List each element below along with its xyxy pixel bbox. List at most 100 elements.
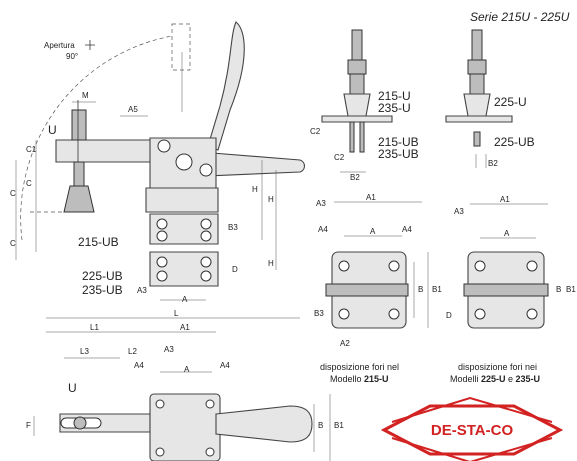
mount-hole	[526, 308, 538, 320]
dim-h-3: H	[268, 259, 274, 268]
dim-b2-ext	[475, 154, 487, 168]
dim-c2-b: C2	[334, 153, 345, 162]
dim-b: B	[318, 421, 323, 430]
handle-closed	[199, 151, 306, 177]
apertura-angle: 90°	[66, 52, 78, 61]
handle-pin	[199, 163, 213, 177]
model-235ub-label: 235-UB	[378, 147, 419, 161]
spindle-rod	[73, 161, 85, 187]
base-hole	[156, 270, 168, 282]
dim-b2: B2	[488, 159, 498, 168]
dim-h-2: H	[268, 195, 274, 204]
hole-layout-225-235: A3 A1 A B B1 disposizione fori nei Model…	[450, 195, 576, 384]
mount-hole	[388, 308, 400, 320]
spindle-nut	[347, 59, 367, 75]
linkage-pin	[175, 153, 193, 171]
model-225ub-label: 225-UB	[494, 135, 535, 149]
dim-f: F	[26, 421, 31, 430]
mount-hole	[388, 260, 400, 272]
destaco-logo: DE-STA-CO	[380, 396, 564, 461]
series-title: Serie 215U - 225U	[470, 10, 570, 24]
spindle-nut	[467, 59, 487, 75]
spindle-bracket	[343, 93, 371, 117]
spindle-body	[349, 73, 365, 95]
caption-215u-line2: Modello 215-U	[330, 374, 389, 384]
dim-d: D	[232, 265, 238, 274]
base-rail	[473, 131, 481, 147]
dim-a3: A3	[137, 286, 147, 295]
open-position-outline	[171, 23, 191, 71]
base-hole	[200, 218, 212, 230]
dim-b1: B1	[566, 285, 576, 294]
handle-grip	[215, 405, 313, 443]
dim-a4-right: A4	[220, 361, 230, 370]
dim-a3: A3	[454, 207, 464, 216]
dim-l3: L3	[80, 347, 89, 356]
dim-b-lines	[313, 394, 331, 461]
base-hole	[156, 230, 168, 242]
dim-m: M	[82, 91, 89, 100]
logo-text: DE-STA-CO	[431, 422, 514, 439]
mount-hole	[338, 308, 350, 320]
dim-b: B	[556, 285, 561, 294]
mount-hole	[526, 260, 538, 272]
mount-hole	[155, 447, 165, 457]
dim-h-lines	[261, 160, 277, 270]
dim-b: B	[418, 285, 423, 294]
base-rails	[349, 121, 365, 153]
spindle-nut	[71, 109, 87, 141]
crosshair-icon	[85, 40, 95, 50]
arm-section	[445, 115, 513, 123]
base-hole	[156, 256, 168, 268]
dim-a: A	[504, 229, 510, 238]
mount-hole	[474, 260, 486, 272]
model-235u-label: 235-U	[378, 101, 411, 115]
dim-c-2: C	[10, 189, 16, 198]
part-u-label: U	[48, 123, 57, 137]
dim-a1: A1	[366, 193, 376, 202]
logo-outline	[380, 404, 564, 456]
caption-225u-line2: Modelli 225-U e 235-U	[450, 374, 540, 384]
spindle-top	[471, 29, 483, 61]
base-hole	[200, 230, 212, 242]
base-hole	[200, 270, 212, 282]
spindle-bracket	[463, 93, 491, 117]
caption-215u-line1: disposizione fori nel	[320, 362, 399, 372]
base-hole	[156, 218, 168, 230]
dim-a3: A3	[316, 199, 326, 208]
dim-b2: B2	[350, 173, 360, 182]
dim-l1: L1	[90, 323, 99, 332]
dim-a4-left: A4	[318, 225, 328, 234]
pivot-pin	[157, 139, 171, 153]
dim-a4-right: A4	[402, 225, 412, 234]
model-235ub-label: 235-UB	[82, 283, 123, 297]
dim-b3: B3	[314, 309, 324, 318]
side-view-clamp: Apertura 90° U M A5 C1 C C	[10, 21, 306, 304]
dim-l: L	[174, 309, 179, 318]
dim-l2: L2	[128, 347, 137, 356]
model-225u-label: 225-U	[494, 95, 527, 109]
dim-c1: C1	[26, 145, 37, 154]
apertura-label: Apertura	[44, 41, 75, 50]
dim-a: A	[370, 227, 376, 236]
dim-d: D	[446, 311, 452, 320]
handle-open	[207, 21, 245, 151]
handle-bar	[463, 283, 549, 297]
logo-ornament	[391, 396, 553, 461]
dim-b3: B3	[228, 223, 238, 232]
front-view-225: 225-U 225-UB B2	[445, 29, 535, 168]
opening-arc	[20, 35, 173, 241]
dim-c-3: C	[10, 239, 16, 248]
mount-hole	[338, 260, 350, 272]
part-u-label: U	[68, 381, 77, 395]
arm-section	[321, 115, 393, 123]
dim-h-1: H	[252, 185, 258, 194]
top-view-clamp: L L1 A1 L3 L2 A3 A4 A A4 U F B B1	[26, 309, 344, 461]
dim-a1: A1	[180, 323, 190, 332]
model-215u-label: 215-U	[378, 89, 411, 103]
base-hole	[200, 256, 212, 268]
spindle-nut-top	[73, 416, 87, 430]
spindle-tip	[63, 185, 95, 213]
dim-c2-a: C2	[310, 127, 321, 136]
front-view-215-235: 215-U 235-U 215-UB 235-UB C2 C2 B2	[310, 29, 419, 182]
